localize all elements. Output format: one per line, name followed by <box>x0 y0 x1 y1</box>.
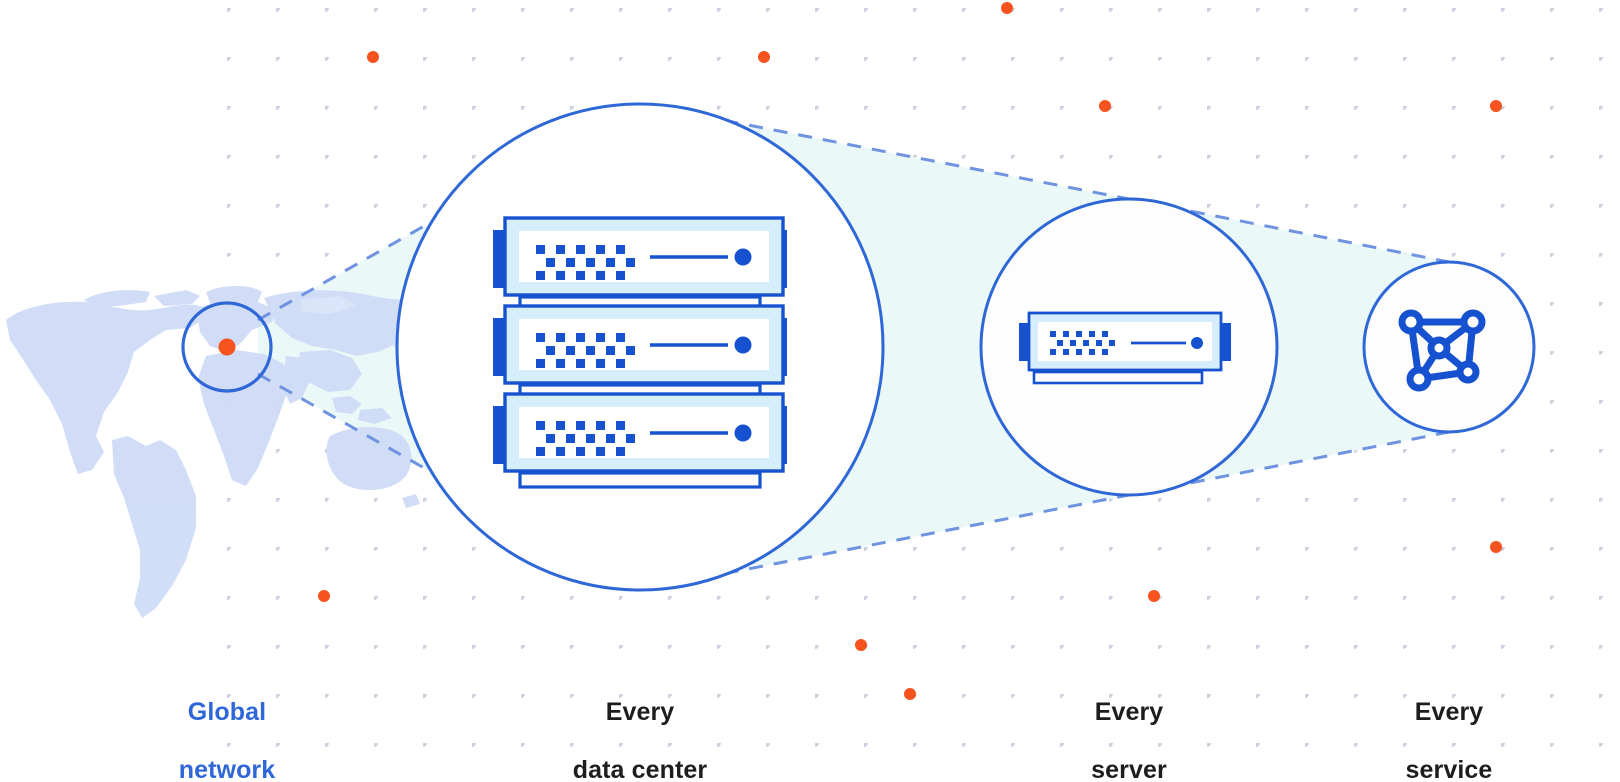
mesh-node-center <box>1427 336 1451 360</box>
map-location-marker-icon <box>218 338 236 356</box>
orange-dot <box>367 51 379 63</box>
orange-dot <box>904 688 916 700</box>
mesh-node-top-left <box>1398 309 1424 335</box>
network-mesh-nodes <box>1398 309 1486 392</box>
orange-dot <box>1148 590 1160 602</box>
highlighted-dots <box>318 2 1502 700</box>
single-server-icon <box>1019 311 1231 385</box>
mesh-node-bottom-right <box>1456 360 1480 384</box>
rack-unit-2 <box>493 304 787 401</box>
rack-unit-3 <box>493 392 787 489</box>
mesh-node-top-right <box>1460 309 1486 335</box>
mesh-node-bottom-left <box>1406 366 1432 392</box>
map-locator-circle <box>181 301 273 393</box>
orange-dot <box>1001 2 1013 14</box>
orange-dot <box>1490 541 1502 553</box>
rack-unit-1 <box>493 216 787 313</box>
orange-dot <box>758 51 770 63</box>
server-rack-icon <box>493 216 787 489</box>
orange-dot <box>1099 100 1111 112</box>
orange-dot <box>318 590 330 602</box>
zoom-guide-lines <box>257 102 1450 592</box>
orange-dot <box>855 639 867 651</box>
orange-dot <box>1490 100 1502 112</box>
